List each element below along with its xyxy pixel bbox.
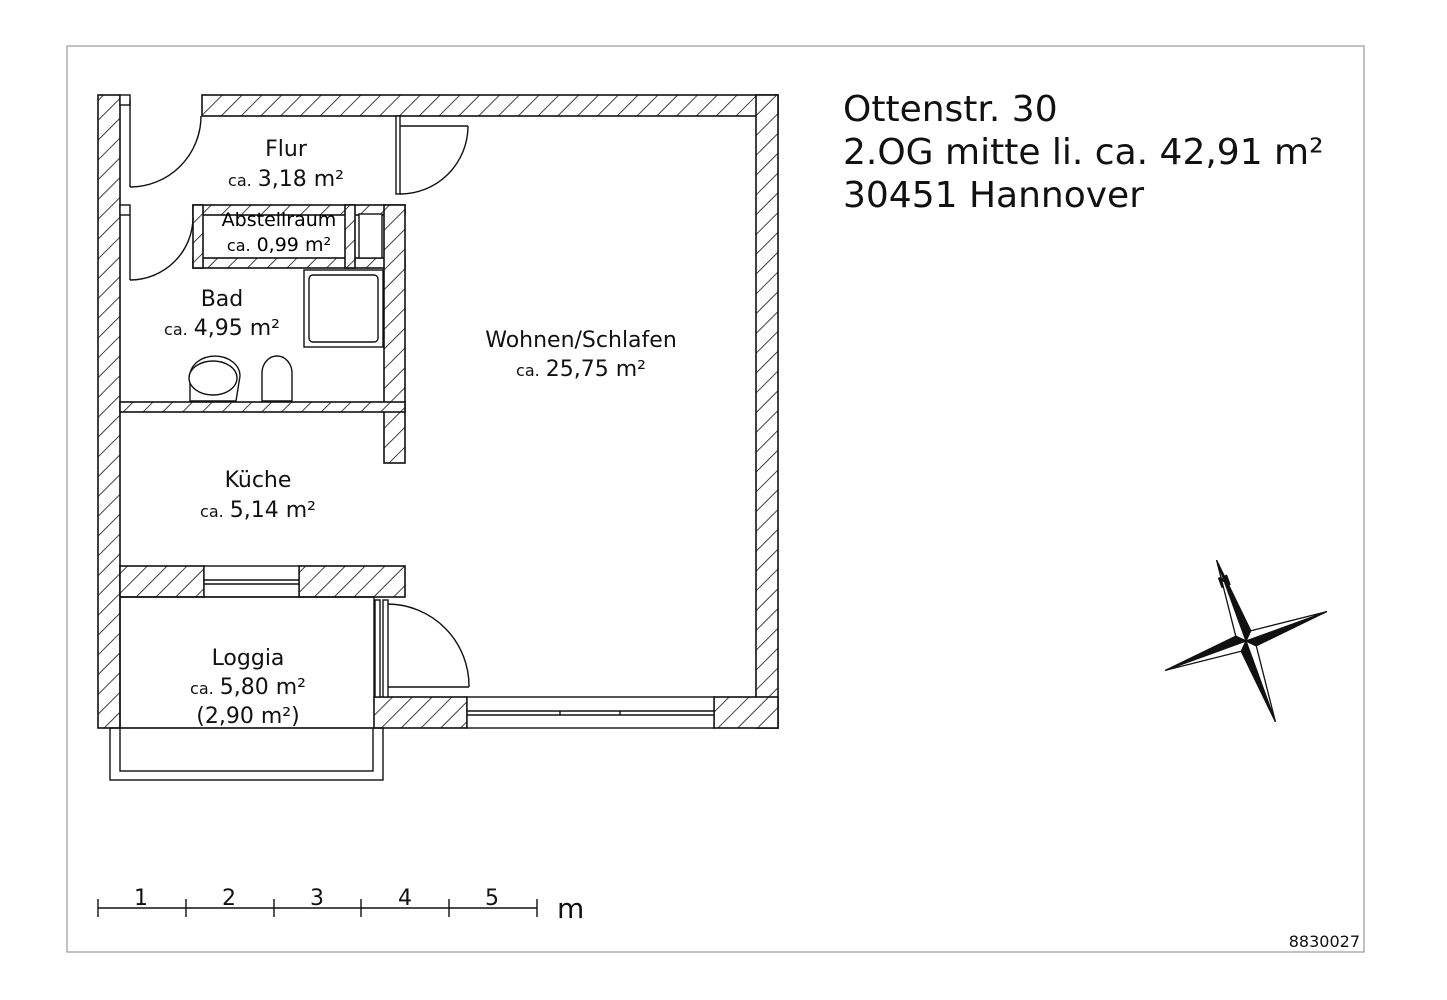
loggia-name: Loggia — [212, 646, 285, 671]
header-line2: 2.OG mitte li. ca. 42,91 m² — [843, 132, 1324, 173]
loggia-area: 5,80 m² — [220, 675, 306, 700]
scale-unit: m — [557, 892, 584, 925]
room-labels: Flur ca. 3,18 m² Abstellraum ca. 0,99 m² B… — [164, 137, 677, 729]
scale-label-4: 4 — [398, 886, 412, 911]
bad-ca: ca. — [164, 320, 188, 339]
svg-text:ca.3,18 m²: ca. 3,18 m² — [228, 167, 344, 192]
header-line1: Ottenstr. 30 — [843, 89, 1058, 130]
scale-bar — [97, 899, 538, 917]
flur-ca: ca. — [228, 171, 252, 190]
abstellraum-name: Abstellraum — [222, 209, 337, 231]
scale-label-5: 5 — [485, 886, 499, 911]
kueche-ca: ca. — [200, 502, 224, 521]
abstellraum-ca: ca. — [227, 236, 251, 255]
svg-text:ca.5,14 m²: ca. 5,14 m² — [200, 498, 316, 523]
kueche-name: Küche — [225, 468, 292, 493]
scale-labels: 1 2 3 4 5 m — [134, 886, 584, 925]
compass-north-label: N — [1215, 571, 1233, 592]
flur-area: 3,18 m² — [258, 167, 344, 192]
loggia-area-alt: (2,90 m²) — [196, 704, 299, 729]
wohnen-name: Wohnen/Schlafen — [485, 328, 677, 353]
compass-rose-icon: N — [1164, 559, 1328, 723]
loggia-ca: ca. — [190, 679, 214, 698]
windows — [119, 94, 715, 729]
plan-code: 8830027 — [1289, 932, 1360, 951]
svg-text:ca.4,95 m²: ca. 4,95 m² — [164, 316, 280, 341]
walls — [97, 94, 779, 729]
svg-text:ca.25,75 m²: ca. 25,75 m² — [516, 357, 646, 382]
scale-label-2: 2 — [222, 886, 236, 911]
scale-label-1: 1 — [134, 886, 148, 911]
wohnen-ca: ca. — [516, 361, 540, 380]
doors — [129, 100, 470, 698]
sheet-frame — [66, 45, 1365, 953]
svg-text:ca.5,80 m²: ca. 5,80 m² — [190, 675, 306, 700]
kueche-area: 5,14 m² — [230, 498, 316, 523]
abstellraum-area: 0,99 m² — [257, 234, 331, 256]
loggia-parapet — [109, 596, 384, 781]
bad-name: Bad — [201, 287, 244, 312]
flur-name: Flur — [265, 137, 308, 162]
scale-label-3: 3 — [310, 886, 324, 911]
address-header: Ottenstr. 30 2.OG mitte li. ca. 42,91 m²… — [843, 89, 1324, 216]
toilet — [261, 355, 293, 402]
header-line3: 30451 Hannover — [843, 175, 1144, 216]
bath-fixtures — [188, 269, 384, 402]
bad-area: 4,95 m² — [194, 316, 280, 341]
wohnen-area: 25,75 m² — [546, 357, 646, 382]
svg-text:ca.0,99 m²: ca. 0,99 m² — [227, 234, 331, 256]
